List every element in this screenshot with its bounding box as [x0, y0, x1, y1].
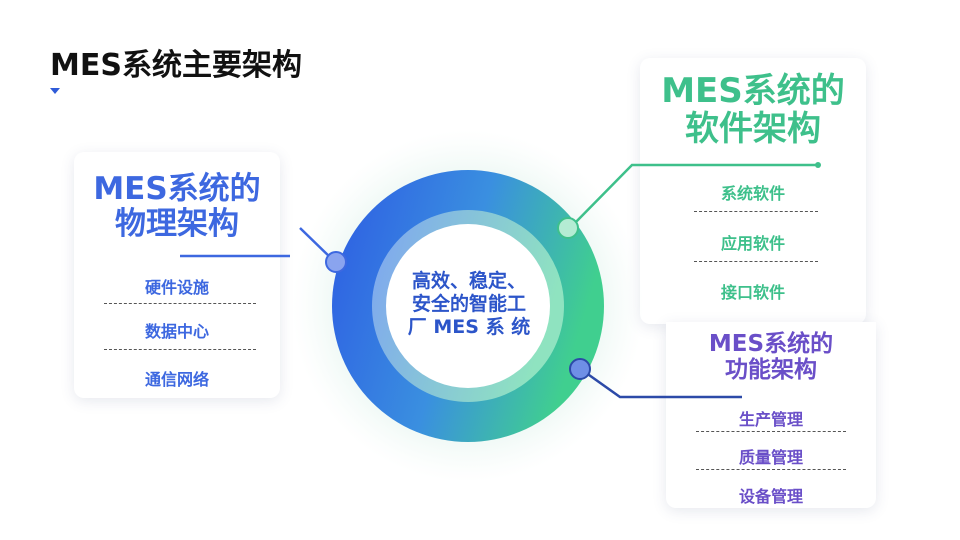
- software-architecture-title: MES系统的 软件架构: [640, 72, 866, 148]
- center-caption-line2: 安全的智能工: [411, 293, 526, 316]
- software-divider-2: [694, 261, 818, 262]
- physical-divider-1: [104, 303, 256, 304]
- function-item-equipment: 设备管理: [738, 487, 803, 506]
- inner-disc: [386, 224, 550, 388]
- software-item-application: 应用软件: [720, 234, 785, 253]
- physical-architecture-card: MES系统的 物理架构 硬件设施 数据中心 通信网络: [74, 152, 280, 398]
- software-node-dot: [557, 217, 579, 239]
- function-divider-2: [696, 469, 846, 470]
- physical-item-network: 通信网络: [144, 370, 209, 389]
- physical-item-hardware: 硬件设施: [144, 278, 209, 297]
- function-connector: [581, 368, 742, 399]
- function-architecture-title: MES系统的 功能架构: [666, 331, 876, 384]
- title-marker-icon: [50, 88, 60, 94]
- physical-architecture-title: MES系统的 物理架构: [74, 172, 280, 241]
- software-item-interface: 接口软件: [720, 283, 785, 302]
- center-caption-line3: 厂 MES 系 统: [407, 316, 531, 339]
- function-title-line2: 功能架构: [725, 356, 817, 383]
- function-divider-1: [696, 431, 846, 432]
- physical-divider-2: [104, 349, 256, 350]
- physical-item-datacenter: 数据中心: [144, 322, 209, 341]
- function-title-line1: MES系统的: [708, 331, 834, 357]
- software-divider-1: [694, 211, 818, 212]
- function-item-production: 生产管理: [738, 410, 803, 429]
- software-connector: [569, 163, 818, 229]
- page-title: MES系统主要架构: [50, 48, 302, 83]
- center-caption-line1: 高效、稳定、: [411, 270, 526, 292]
- software-connector-end: [815, 162, 821, 168]
- software-architecture-card: MES系统的 软件架构 系统软件 应用软件 接口软件: [640, 58, 866, 324]
- software-title-line2: 软件架构: [685, 109, 821, 150]
- physical-node-dot: [325, 251, 347, 273]
- function-architecture-card: MES系统的 功能架构 生产管理 质量管理 设备管理: [666, 322, 876, 508]
- physical-title-line1: MES系统的: [93, 171, 261, 207]
- physical-title-line2: 物理架构: [115, 205, 239, 242]
- software-item-system: 系统软件: [720, 184, 785, 203]
- function-node-dot: [569, 358, 591, 380]
- function-item-quality: 质量管理: [738, 448, 803, 467]
- center-caption: 高效、稳定、 安全的智能工 厂 MES 系 统: [394, 270, 544, 340]
- software-title-line1: MES系统的: [661, 71, 845, 111]
